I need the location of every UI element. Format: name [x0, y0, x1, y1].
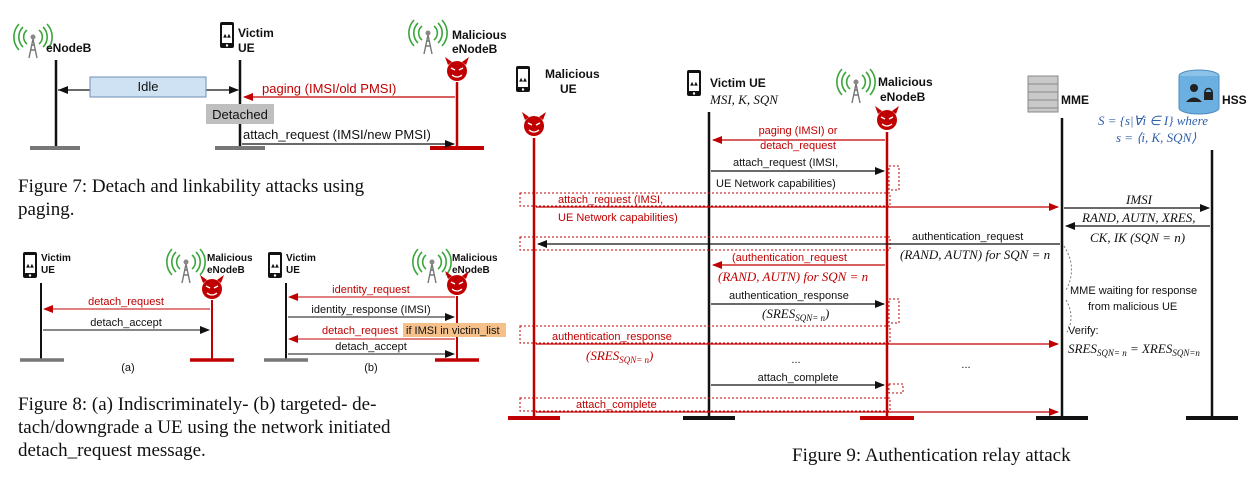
relay-box: [519, 192, 891, 207]
detached-label: Detached: [212, 107, 268, 122]
relay-box: [519, 397, 891, 412]
tower-icon: [412, 248, 452, 284]
entity-malicious-enodeb: eNodeB: [452, 265, 490, 276]
figure-9-caption: Figure 9: Authentication relay attack: [792, 445, 1071, 466]
entity-malicious: Malicious: [452, 253, 498, 264]
entity-victim-params: MSI, K, SQN: [709, 92, 779, 107]
devil-icon: [444, 56, 470, 82]
entity-malicious-enodeb-label: eNodeB: [880, 90, 926, 104]
figure-8-caption-line3: detach_request message.: [18, 440, 206, 461]
verify-equation: SRESSQN= n = XRESSQN=n: [1068, 341, 1200, 358]
attach-request-label: attach_request (IMSI/new PMSI): [243, 127, 431, 142]
figure-7-caption-line2: paging.: [18, 199, 74, 220]
entity-enodeb: eNodeB: [46, 41, 92, 55]
auth-request-label-2: (RAND, AUTN) for SQN = n: [900, 247, 1050, 262]
entity-victim-ue: UE: [41, 265, 55, 276]
identity-response-label: identity_response (IMSI): [311, 304, 430, 316]
identity-request-label: identity_request: [332, 284, 410, 296]
attach-complete-relay-label: attach_complete: [576, 399, 657, 411]
figure-8-caption-line1: Figure 8: (a) Indiscriminately- (b) targ…: [18, 394, 376, 415]
detach-request-label: detach_request: [322, 325, 398, 337]
auth-response-label: authentication_response: [729, 290, 849, 302]
phone-icon: [516, 66, 530, 92]
phone-icon: [220, 22, 234, 48]
phone-icon: [23, 252, 37, 278]
devil-icon: [874, 105, 900, 131]
relay-box: [519, 325, 891, 344]
subfigure-a-label: (a): [121, 362, 134, 374]
auth-request-relay-label-2: (RAND, AUTN) for SQN = n: [718, 269, 868, 284]
entity-malicious-ue: Malicious: [545, 67, 600, 81]
paging-label: paging (IMSI) or: [759, 125, 838, 137]
tower-icon: [836, 68, 876, 104]
entity-victim-ue: UE: [286, 265, 300, 276]
phone-icon: [268, 252, 282, 278]
entity-victim-ue: UE: [238, 41, 255, 55]
ellipsis: ...: [961, 359, 970, 371]
entity-malicious-enodeb: Malicious: [878, 75, 933, 89]
subfigure-b-label: (b): [364, 362, 377, 374]
entity-victim: Victim: [286, 253, 316, 264]
mme-waiting-label: MME waiting for response: [1070, 285, 1197, 297]
entity-malicious: Malicious: [452, 28, 507, 42]
auth-request-relay-label: (authentication_request: [732, 252, 847, 264]
entity-hss: HSS: [1222, 93, 1247, 107]
entity-victim-ue: Victim UE: [710, 76, 766, 90]
verify-label: Verify:: [1068, 325, 1099, 337]
devil-icon: [199, 274, 225, 300]
auth-response-label-2: (SRESSQN= n): [762, 306, 829, 323]
devil-icon: [521, 111, 547, 137]
figure-7: eNodeB Victim UE Malicious eNodeB Idle p…: [13, 19, 507, 220]
entity-malicious-enodeb: eNodeB: [207, 265, 245, 276]
ellipsis: ...: [791, 354, 800, 366]
figure-8: Victim UE Malicious eNodeB detach_reques…: [18, 248, 506, 461]
figure-8-caption-line2: tach/downgrade a UE using the network in…: [18, 417, 391, 438]
figure-9: Malicious UE Victim UE MSI, K, SQN Malic…: [508, 66, 1247, 466]
tower-icon: [166, 248, 206, 284]
entity-mme: MME: [1061, 93, 1089, 107]
detach-request-label: detach_request: [88, 296, 164, 308]
attach-request-label-2: UE Network capabilities): [716, 178, 836, 190]
mme-waiting-label-2: from malicious UE: [1088, 301, 1177, 313]
hss-set-line1: S = {s|∀i ∈ I} where: [1098, 113, 1208, 128]
idle-label: Idle: [138, 79, 159, 94]
auth-response-relay-label-2: (SRESSQN= n): [586, 348, 653, 365]
hss-response-label-2: CK, IK (SQN = n): [1090, 230, 1185, 245]
condition-label: if IMSI in victim_list: [406, 325, 500, 337]
idle-box: [89, 76, 207, 98]
entity-malicious-ue-label: UE: [560, 82, 577, 96]
detach-accept-label: detach_accept: [335, 341, 407, 353]
attach-request-relay-label-2: UE Network capabilities): [558, 212, 678, 224]
attach-request-relay-label: attach_request (IMSI,: [558, 194, 663, 206]
hss-set-line2: s = ⟨i, K, SQN⟩: [1116, 130, 1196, 145]
database-icon: [1178, 69, 1220, 115]
server-icon: [1027, 75, 1059, 113]
attach-complete-label: attach_complete: [758, 372, 839, 384]
entity-victim: Victim: [238, 26, 274, 40]
detached-box: [206, 104, 274, 124]
entity-malicious-enodeb: eNodeB: [452, 42, 498, 56]
phone-icon: [687, 70, 701, 96]
imsi-label: IMSI: [1125, 192, 1153, 207]
paging-label-2: detach_request: [760, 140, 836, 152]
auth-response-relay-label: authentication_response: [552, 331, 672, 343]
hss-response-label: RAND, AUTN, XRES,: [1081, 210, 1196, 225]
figure-7-caption-line1: Figure 7: Detach and linkability attacks…: [18, 176, 365, 197]
entity-victim: Victim: [41, 253, 71, 264]
detach-accept-label: detach_accept: [90, 317, 162, 329]
attach-request-label: attach_request (IMSI,: [733, 157, 838, 169]
entity-malicious: Malicious: [207, 253, 253, 264]
auth-request-label: authentication_request: [912, 231, 1023, 243]
tower-icon: [408, 19, 448, 55]
condition-box: [403, 323, 506, 337]
paging-label: paging (IMSI/old PMSI): [262, 81, 396, 96]
